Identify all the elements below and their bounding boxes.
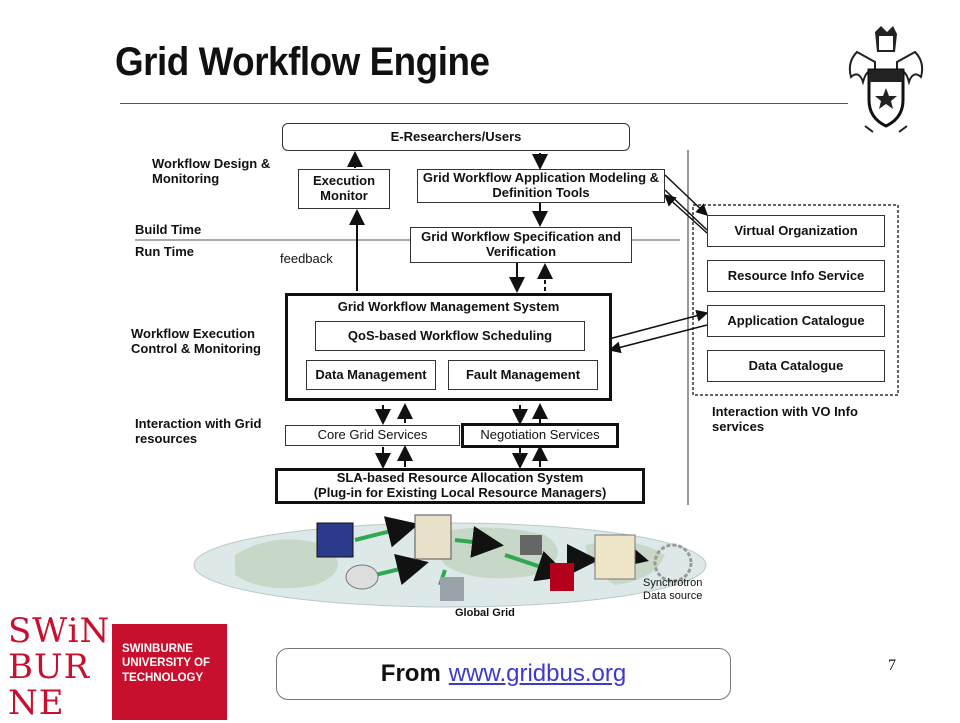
negotiation-services-box: Negotiation Services [461,423,619,448]
label-build-time: Build Time [135,222,202,237]
data-management-box: Data Management [306,360,436,390]
label-design-monitoring: Workflow Design & Monitoring [152,156,271,186]
workflow-architecture-diagram: E-Researchers/Users Execution Monitor Gr… [125,115,905,625]
users-box: E-Researchers/Users [282,123,630,151]
logo-university-panel: SWINBURNE UNIVERSITY OF TECHNOLOGY [112,624,227,720]
sla-line-1: SLA-based Resource Allocation System [336,470,584,486]
university-name: SWINBURNE UNIVERSITY OF TECHNOLOGY [122,643,210,684]
label-synchrotron: Synchrotron Data source [643,577,703,602]
label-interaction-grid: Interaction with Grid resources [135,416,262,446]
sla-line-2: (Plug-in for Existing Local Resource Man… [313,485,607,500]
crest-icon [848,26,924,133]
resource-info-service-box: Resource Info Service [707,260,885,292]
logo-line-3: NE [8,683,65,723]
logo-line-1: SWiN [8,611,111,651]
app-modeling-box: Grid Workflow Application Modeling & Def… [417,169,665,203]
source-link[interactable]: www.gridbus.org [448,660,627,687]
label-run-time: Run Time [135,244,194,259]
title-divider [120,103,848,104]
swinburne-logo: SWiN BUR NE SWINBURNE UNIVERSITY OF TECH… [0,607,227,723]
source-prefix: From [380,660,441,687]
qos-scheduling-box: QoS-based Workflow Scheduling [315,321,585,351]
page-number: 7 [888,657,896,674]
label-interaction-vo: Interaction with VO Info services [712,404,858,434]
label-execution-control: Workflow Execution Control & Monitoring [131,326,261,356]
spec-verification-box: Grid Workflow Specification and Verifica… [410,227,632,263]
execution-monitor-box: Execution Monitor [298,169,390,209]
virtual-organization-box: Virtual Organization [707,215,885,247]
wms-title: Grid Workflow Management System [337,299,560,314]
logo-line-2: BUR [8,647,91,687]
data-catalogue-box: Data Catalogue [707,350,885,382]
diagram-connectors [135,150,899,608]
core-grid-services-box: Core Grid Services [285,425,460,446]
sla-resource-allocation-box: SLA-based Resource Allocation System (Pl… [275,468,645,504]
application-catalogue-box: Application Catalogue [707,305,885,337]
fault-management-box: Fault Management [448,360,598,390]
logo-wordmark: SWiN BUR NE [0,607,112,723]
page-title: Grid Workflow Engine [115,40,490,84]
label-global-grid: Global Grid [455,607,515,619]
source-attribution: From www.gridbus.org [276,648,731,700]
label-feedback: feedback [280,251,333,266]
